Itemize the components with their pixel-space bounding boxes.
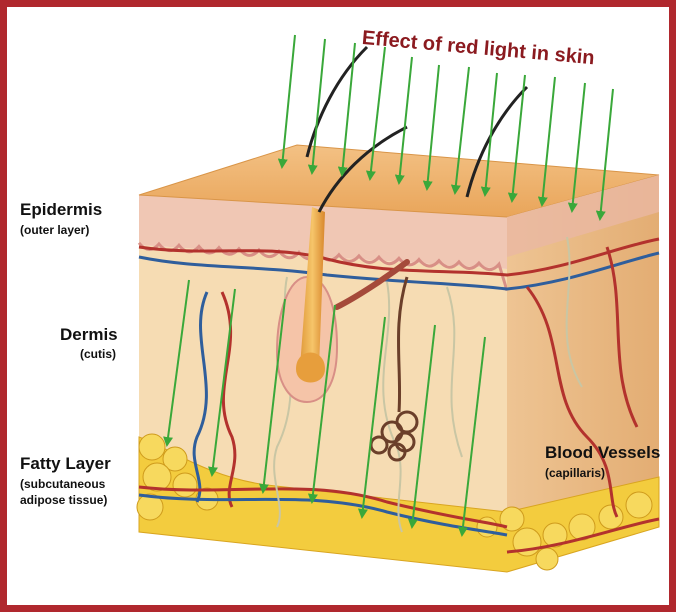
hair-bulb bbox=[296, 353, 325, 383]
dermis-note: (cutis) bbox=[80, 347, 116, 361]
fatty-layer-note-line2: adipose tissue) bbox=[20, 493, 107, 507]
epidermis-label: Epidermis bbox=[20, 200, 102, 220]
epidermis-note: (outer layer) bbox=[20, 223, 89, 237]
dermis-label: Dermis bbox=[60, 325, 118, 345]
fatty-layer-note-line1: (subcutaneous bbox=[20, 477, 105, 491]
fatty-layer-label: Fatty Layer bbox=[20, 454, 111, 474]
skin-cross-section-illustration bbox=[7, 7, 669, 605]
blood-vessels-note: (capillaris) bbox=[545, 466, 605, 480]
blood-vessels-label: Blood Vessels bbox=[545, 443, 660, 463]
